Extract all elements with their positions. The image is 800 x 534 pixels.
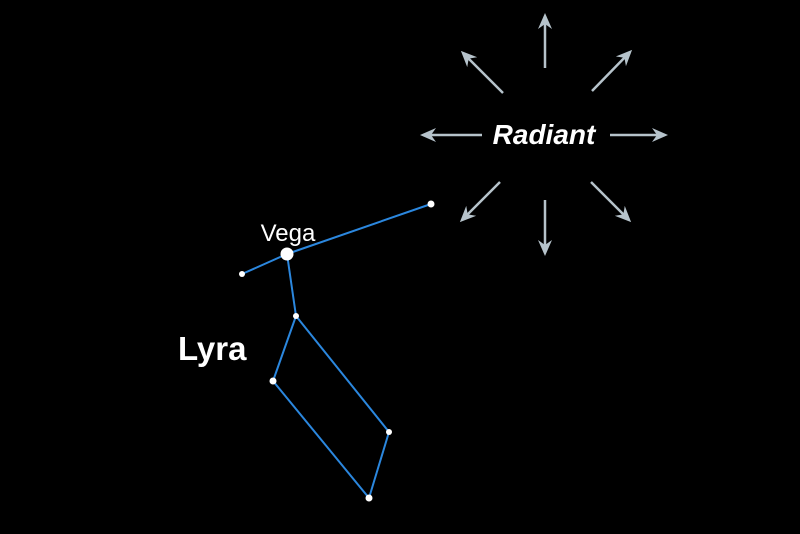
constellation-line-group	[241, 203, 432, 499]
constellation-name-label: Lyra	[178, 330, 247, 367]
star-vega	[280, 247, 294, 261]
star-star-mid	[293, 313, 299, 319]
radiant-label: Radiant	[493, 119, 597, 150]
constellation-line-vega-star-west	[241, 253, 288, 275]
constellation-line-star-mid-star-right-quad	[295, 315, 390, 433]
constellation-line-star-right-quad-star-bottom	[368, 431, 390, 499]
radiant-arrow-down-left	[459, 181, 501, 223]
star-star-west	[239, 271, 245, 277]
constellation-line-vega-star-mid	[286, 253, 297, 317]
star-star-ne	[427, 200, 435, 208]
star-star-bottom	[365, 494, 373, 502]
star-star-left-quad	[269, 377, 277, 385]
radiant-arrow-down-right	[590, 181, 632, 223]
star-star-right-quad	[386, 429, 392, 435]
constellation-line-star-mid-star-left-quad	[272, 315, 297, 382]
constellation-line-star-ne-vega	[286, 203, 432, 255]
constellation-star-group	[239, 200, 435, 502]
radiant-arrow-up-right	[591, 49, 633, 92]
constellation-line-star-left-quad-star-bottom	[272, 380, 370, 499]
radiant-arrow-up-left	[460, 50, 504, 94]
vega-star-label: Vega	[261, 220, 316, 247]
radiant-arrow-group	[420, 13, 668, 256]
